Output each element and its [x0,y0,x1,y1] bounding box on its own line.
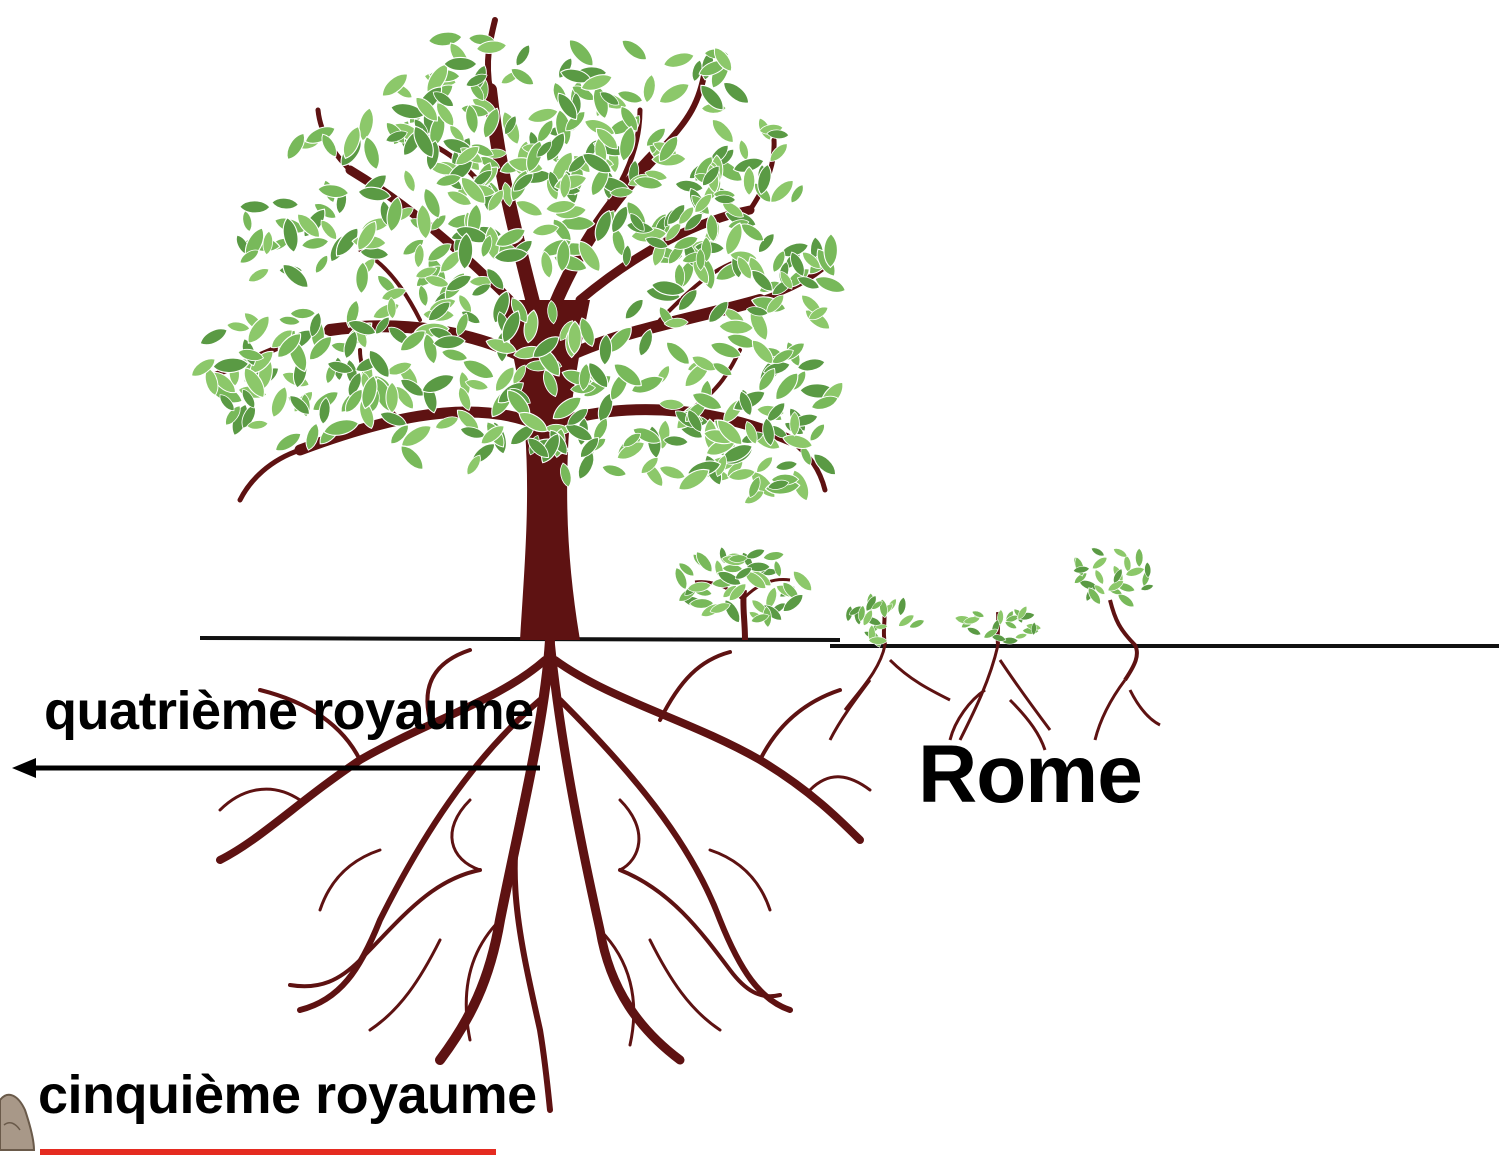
sapling-1 [672,546,816,640]
rome-label: Rome [918,728,1142,822]
fifth-kingdom-label: cinquième royaume [38,1064,537,1126]
fourth-kingdom-label: quatrième royaume [44,680,534,742]
arrow-left-icon [12,758,540,778]
ground-line [200,638,1499,646]
sapling-4 [1072,546,1160,740]
stone-icon [0,1095,34,1150]
sapling-2 [830,593,950,740]
